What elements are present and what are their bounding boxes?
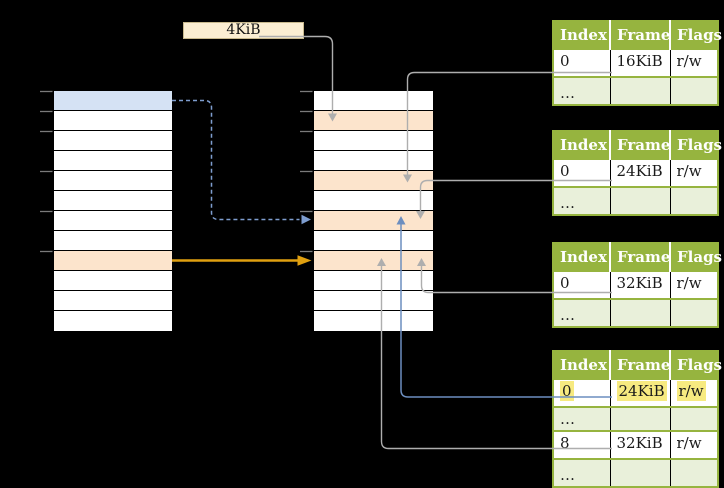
col-header-index: Index — [553, 243, 611, 271]
page-table-row-12 — [314, 311, 433, 331]
cell-frame — [610, 406, 671, 431]
col-header-index: Index — [553, 351, 611, 379]
frame-table-2: Index Frame Flags 0 24KiB r/w … — [552, 130, 722, 216]
table-row: 0 24KiB r/w — [553, 158, 718, 187]
page-table-row-4 — [54, 151, 172, 171]
highlight-flags: r/w — [676, 381, 706, 401]
page-table-row-9 — [314, 251, 433, 271]
cell-frame — [610, 458, 671, 487]
frame-table-1: Index Frame Flags 0 16KiB r/w … — [552, 20, 722, 106]
page-size-label: 4KiB — [226, 22, 261, 38]
table-row-ellipsis: … — [553, 186, 718, 215]
cell-flags — [670, 186, 718, 215]
cell-frame: 16KiB — [610, 48, 671, 77]
page-table-row-1 — [314, 91, 433, 111]
page-table-row-11 — [54, 291, 172, 311]
cell-index: … — [553, 458, 611, 487]
cell-index: … — [553, 406, 611, 431]
table-row-ellipsis: … — [553, 458, 718, 487]
table-header-row: Index Frame Flags — [553, 351, 722, 379]
page-table-row-10 — [54, 271, 172, 291]
table-row-ellipsis: … — [553, 76, 718, 105]
page-table-row-2 — [314, 111, 433, 131]
table-row: 0 16KiB r/w — [553, 48, 718, 77]
cell-index: … — [553, 76, 611, 105]
cell-flags — [670, 406, 718, 431]
cell-frame — [610, 76, 671, 105]
col-header-frame: Frame — [610, 243, 671, 271]
page-table-row-12 — [54, 311, 172, 331]
highlight-frame: 24KiB — [616, 381, 667, 401]
page-table-row-6 — [314, 191, 433, 211]
cell-index: … — [553, 186, 611, 215]
cell-flags — [670, 76, 718, 105]
cell-index: 0 — [553, 378, 611, 407]
col-header-flags: Flags — [670, 21, 722, 49]
frame-table-4: Index Frame Flags 0 24KiB r/w … 8 32KiB … — [552, 350, 722, 488]
table-header-row: Index Frame Flags — [553, 131, 722, 159]
table-header-row: Index Frame Flags — [553, 243, 722, 271]
page-table-row-3 — [54, 131, 172, 151]
arrowhead-right-icon — [301, 214, 311, 225]
cell-flags — [670, 458, 718, 487]
cell-index: … — [553, 298, 611, 327]
table-row: 0 32KiB r/w — [553, 270, 718, 299]
cell-index: 0 — [553, 270, 611, 299]
cell-flags: r/w — [670, 48, 718, 77]
first-level-page-table — [53, 90, 173, 332]
col-header-index: Index — [553, 131, 611, 159]
table-header-row: Index Frame Flags — [553, 21, 722, 49]
table-row-ellipsis: … — [553, 298, 718, 327]
col-header-flags: Flags — [670, 131, 722, 159]
page-table-row-8 — [314, 231, 433, 251]
cell-index: 8 — [553, 430, 611, 459]
col-header-flags: Flags — [670, 351, 722, 379]
cell-flags: r/w — [670, 270, 718, 299]
page-table-row-2 — [54, 111, 172, 131]
cell-frame — [610, 298, 671, 327]
index-ticks-middle — [300, 90, 313, 253]
table-row: 8 32KiB r/w — [553, 430, 718, 459]
cell-flags: r/w — [670, 430, 718, 459]
cell-index: 0 — [553, 48, 611, 77]
page-table-row-5 — [54, 171, 172, 191]
cell-flags — [670, 298, 718, 327]
arrowhead-right-icon — [297, 255, 312, 266]
page-table-row-5 — [314, 171, 433, 191]
frame-table-3: Index Frame Flags 0 32KiB r/w … — [552, 242, 722, 328]
page-table-row-10 — [314, 271, 433, 291]
page-table-row-7 — [54, 211, 172, 231]
second-level-page-table — [313, 90, 434, 332]
table-row-highlighted: 0 24KiB r/w — [553, 378, 718, 407]
page-table-row-1 — [54, 91, 172, 111]
page-table-row-9 — [54, 251, 172, 271]
col-header-frame: Frame — [610, 351, 671, 379]
page-table-row-8 — [54, 231, 172, 251]
col-header-index: Index — [553, 21, 611, 49]
cell-frame: 32KiB — [610, 270, 671, 299]
cell-flags: r/w — [670, 378, 718, 407]
col-header-frame: Frame — [610, 21, 671, 49]
highlight-index: 0 — [560, 381, 574, 401]
cell-frame: 24KiB — [610, 378, 671, 407]
table-row-ellipsis: … — [553, 406, 718, 431]
cell-index: 0 — [553, 158, 611, 187]
page-table-row-7 — [314, 211, 433, 231]
cell-frame: 32KiB — [610, 430, 671, 459]
page-table-row-3 — [314, 131, 433, 151]
connector-leftrow1-to-row7-dashed — [172, 99, 300, 221]
page-table-row-4 — [314, 151, 433, 171]
cell-frame — [610, 186, 671, 215]
page-table-row-6 — [54, 191, 172, 211]
page-table-row-11 — [314, 291, 433, 311]
col-header-flags: Flags — [670, 243, 722, 271]
col-header-frame: Frame — [610, 131, 671, 159]
cell-frame: 24KiB — [610, 158, 671, 187]
cell-flags: r/w — [670, 158, 718, 187]
page-size-box: 4KiB — [183, 22, 304, 39]
index-ticks-left — [40, 90, 53, 253]
